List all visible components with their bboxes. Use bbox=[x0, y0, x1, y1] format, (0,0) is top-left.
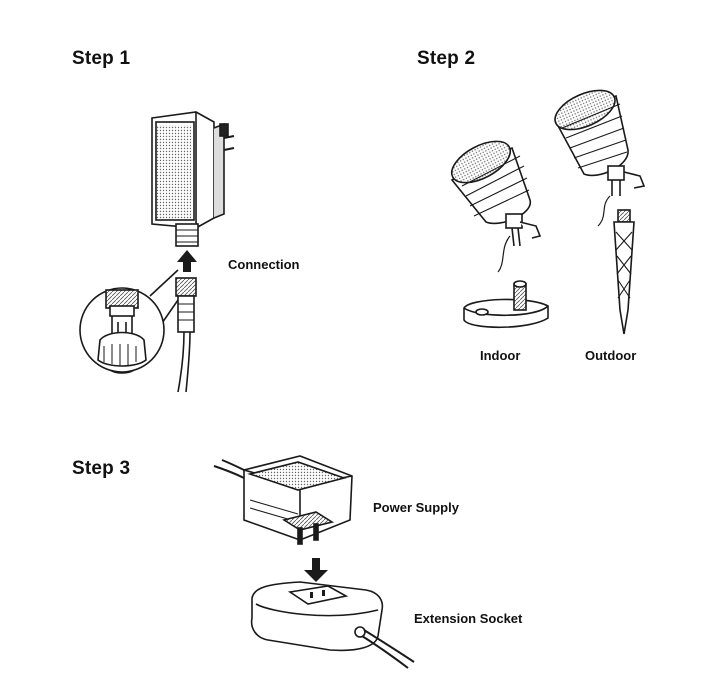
step1-magnifier-icon bbox=[79, 269, 179, 374]
step-1-title: Step 1 bbox=[72, 48, 131, 69]
outdoor-label: Outdoor bbox=[585, 348, 637, 363]
power-supply-label: Power Supply bbox=[373, 500, 459, 515]
step3-extension-socket-icon bbox=[250, 581, 415, 669]
indoor-label: Indoor bbox=[480, 348, 521, 363]
step-3-title: Step 3 bbox=[72, 458, 131, 479]
step1-adapter-icon bbox=[151, 111, 235, 247]
extension-socket-label: Extension Socket bbox=[414, 611, 523, 626]
outdoor-spotlight-icon bbox=[554, 89, 646, 335]
step3-down-arrow-icon bbox=[304, 558, 328, 582]
indoor-spotlight-icon bbox=[450, 140, 549, 329]
connection-label: Connection bbox=[228, 257, 300, 272]
step3-power-supply-icon bbox=[213, 455, 353, 545]
step-2-title: Step 2 bbox=[417, 48, 476, 69]
step1-up-arrow-icon bbox=[177, 250, 197, 272]
step1-connector-icon bbox=[175, 277, 197, 393]
